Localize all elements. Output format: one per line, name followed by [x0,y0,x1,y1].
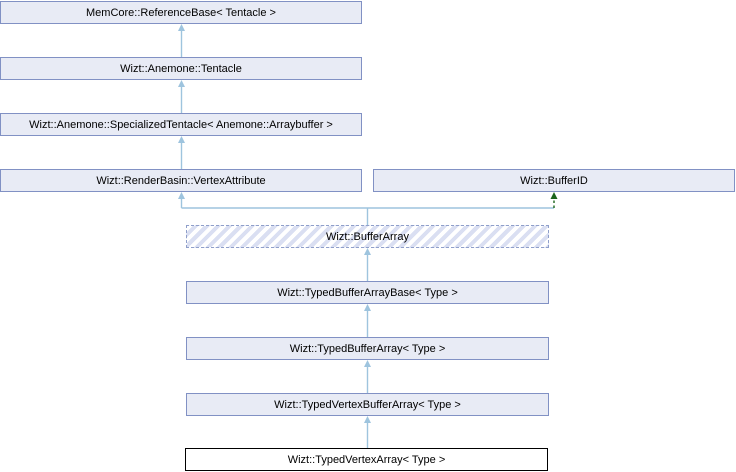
edge-bufferarray-to-vertexattribute [178,192,554,225]
edge-typedvertexbufferarray-to-typedbufferarray [364,360,371,393]
edge-typedbufferarray-to-typedbufferarraybase [364,304,371,337]
class-node-bufferarray: Wizt::BufferArray [186,225,549,248]
edge-typedbufferarraybase-to-bufferarray [364,248,371,281]
class-node-typedvertexarray: Wizt::TypedVertexArray< Type > [185,448,548,471]
class-node-typedvertexbufferarray[interactable]: Wizt::TypedVertexBufferArray< Type > [186,393,549,416]
class-node-renderbasin-vertexattribute[interactable]: Wizt::RenderBasin::VertexAttribute [0,169,362,192]
edge-tentacle-to-referencebase [178,24,185,57]
edge-specializedtentacle-to-tentacle [178,80,185,113]
edge-typedvertexarray-to-typedvertexbufferarray [364,416,371,448]
class-node-anemone-tentacle[interactable]: Wizt::Anemone::Tentacle [0,57,362,80]
edge-vertexattribute-to-specializedtentacle [178,136,185,169]
class-node-typedbufferarray[interactable]: Wizt::TypedBufferArray< Type > [186,337,549,360]
class-node-memcore-referencebase[interactable]: MemCore::ReferenceBase< Tentacle > [0,1,362,24]
class-node-anemone-specializedtentacle[interactable]: Wizt::Anemone::SpecializedTentacle< Anem… [0,113,362,136]
class-node-typedbufferarraybase[interactable]: Wizt::TypedBufferArrayBase< Type > [186,281,549,304]
edge-bufferarray-to-bufferid [550,192,558,208]
class-node-bufferid[interactable]: Wizt::BufferID [373,169,735,192]
